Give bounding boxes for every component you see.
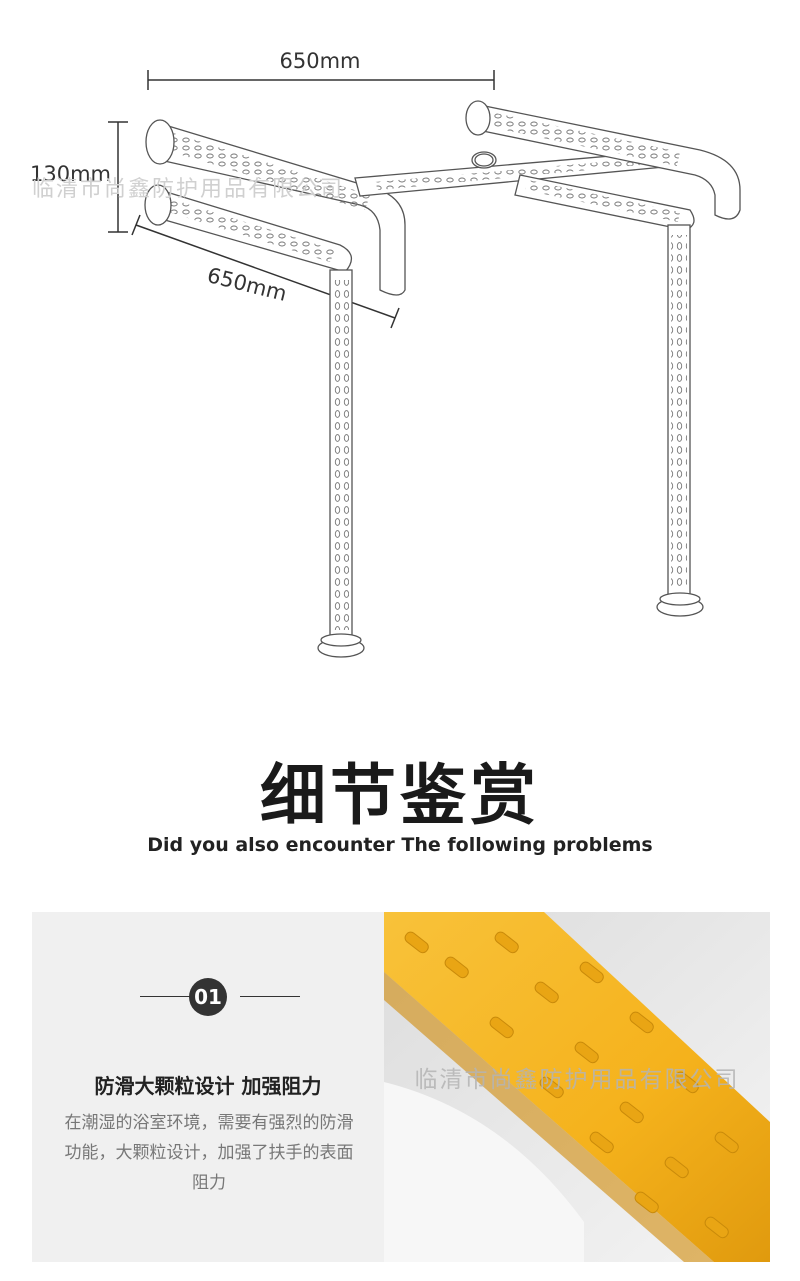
dim-left-label: 130mm	[30, 162, 111, 186]
product-closeup-photo: 临清市尚鑫防护用品有限公司	[384, 912, 770, 1262]
feature-panel: 01 防滑大颗粒设计 加强阻力 在潮湿的浴室环境，需要有强烈的防滑功能，大颗粒设…	[32, 912, 384, 1262]
right-upper-bar	[465, 100, 741, 220]
diagram-watermark: 临清市尚鑫防护用品有限公司	[32, 177, 344, 202]
section-title: 细节鉴赏	[260, 757, 540, 834]
divider-left	[140, 996, 210, 997]
left-upper-bar	[145, 119, 406, 296]
wall-cap	[474, 153, 494, 167]
white-base	[384, 1082, 584, 1262]
left-leg	[317, 269, 365, 658]
feature-description: 在潮湿的浴室环境，需要有强烈的防滑功能，大颗粒设计，加强了扶手的表面阻力	[64, 1113, 354, 1193]
feature-number-badge: 01	[32, 978, 384, 1024]
feature-title: 防滑大颗粒设计 加强阻力	[94, 1074, 322, 1098]
dim-top-label: 650mm	[280, 49, 361, 73]
grab-bar-diagram: 650mm 130mm 650mm	[30, 49, 741, 658]
right-leg	[656, 224, 704, 617]
grip-bumps	[404, 931, 739, 1239]
left-lower-bar	[144, 184, 352, 273]
closeup-illustration	[384, 912, 770, 1262]
photo-watermark: 临清市尚鑫防护用品有限公司	[414, 1067, 740, 1093]
right-lower-bar	[514, 174, 695, 231]
dimension-top: 650mm	[147, 49, 495, 90]
dimension-left: 130mm	[30, 121, 128, 233]
yellow-bar	[384, 912, 770, 1262]
section-subtitle: Did you also encounter The following pro…	[147, 834, 653, 856]
divider-right	[240, 996, 300, 997]
dim-diagonal-label: 650mm	[205, 263, 289, 306]
feature-number: 01	[189, 978, 227, 1016]
